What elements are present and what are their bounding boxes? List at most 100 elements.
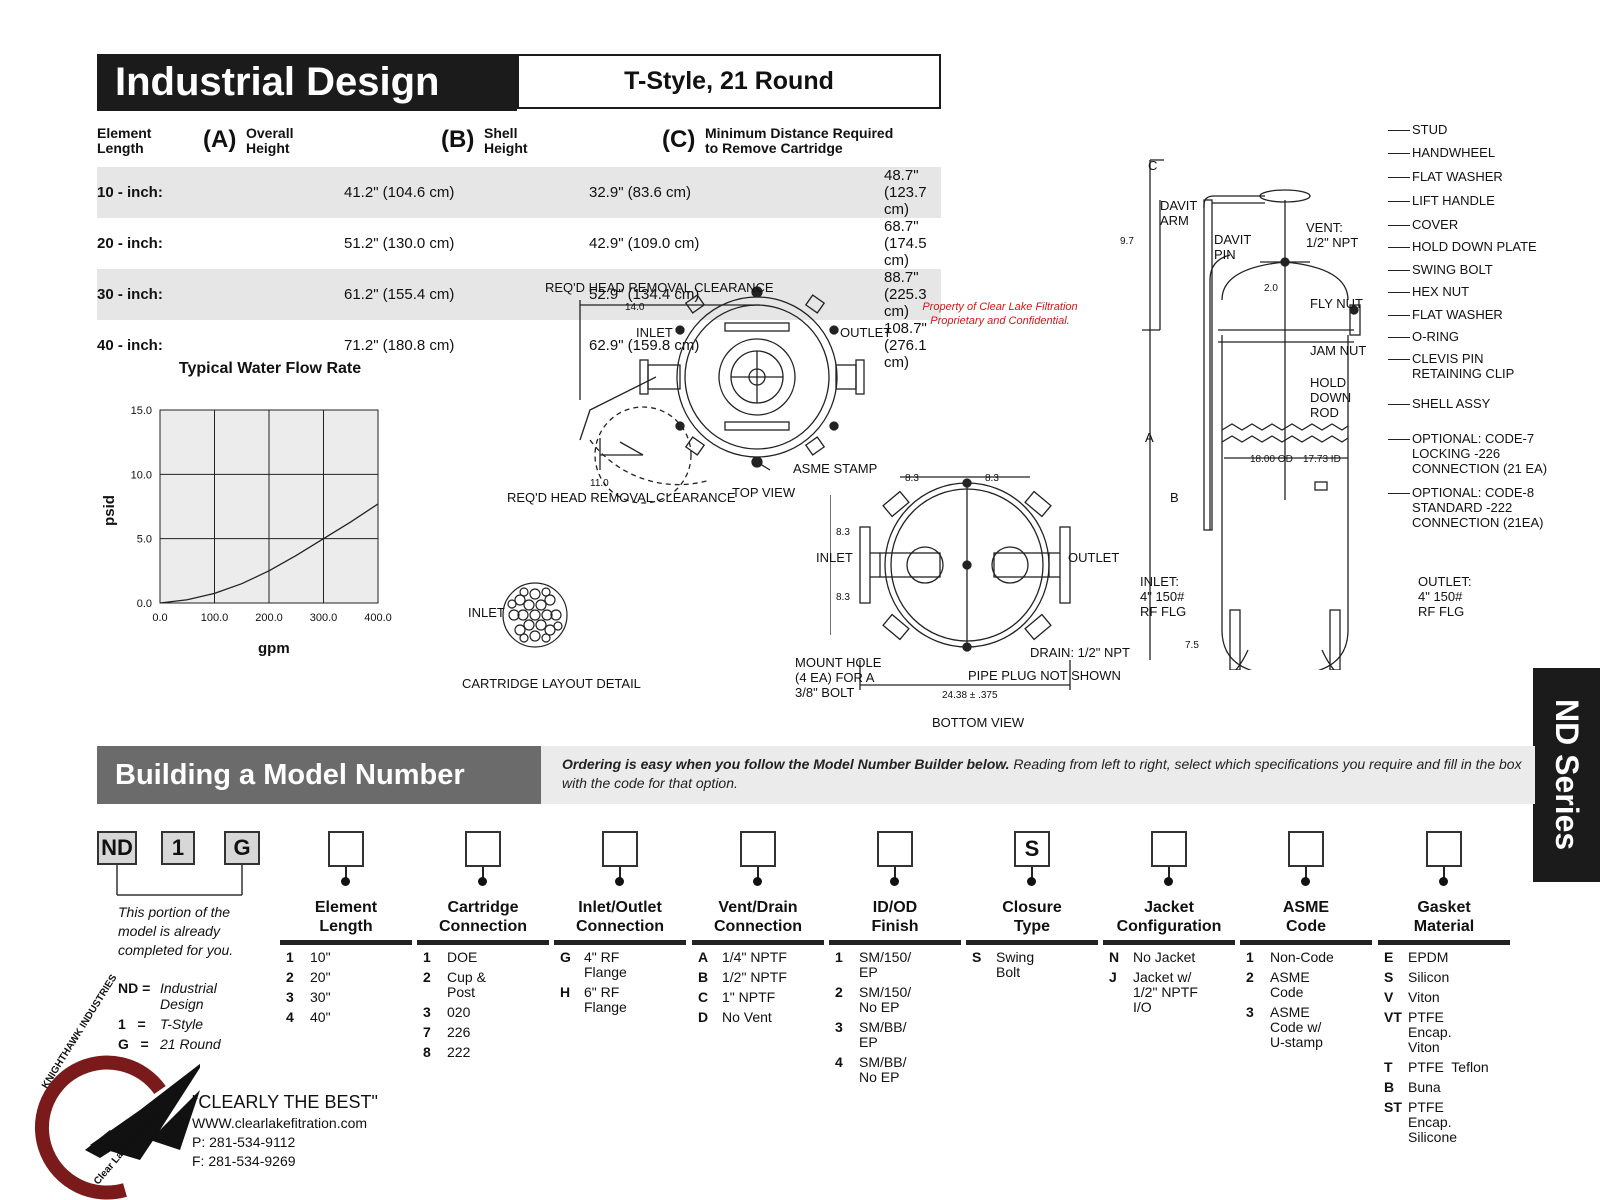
- column-rule: [1103, 940, 1235, 945]
- side-dim-20: 2.0: [1264, 283, 1278, 294]
- chart-x-tick: 400.0: [364, 612, 392, 624]
- callout-leader: [1388, 247, 1410, 248]
- spec-cell-b: 52.9" (134.4 cm): [589, 269, 804, 320]
- connector-dot: [1439, 877, 1448, 886]
- option-code: 2: [835, 984, 843, 1000]
- callout-leader: [1388, 493, 1410, 494]
- side-callout: FLAT WASHER: [1412, 307, 1503, 322]
- callout-leader: [1388, 404, 1410, 405]
- model-code-box[interactable]: [465, 831, 501, 867]
- footer-fax: F: 281-534-9269: [192, 1153, 296, 1169]
- option-code: 1: [1246, 949, 1254, 965]
- box-connector: [1443, 867, 1445, 881]
- side-callout: FLAT WASHER: [1412, 169, 1503, 184]
- footer-website[interactable]: WWW.clearlakefitration.com: [192, 1115, 368, 1131]
- callout-leader: [1388, 201, 1410, 202]
- option-desc: PTFE Encap. Silicone: [1408, 1099, 1458, 1145]
- option-code: 2: [423, 969, 431, 985]
- model-code-box[interactable]: [740, 831, 776, 867]
- cartridge-layout-drawing: [502, 582, 568, 648]
- spec-cell-b: 42.9" (109.0 cm): [589, 235, 700, 252]
- spec-col-c-letter: (C): [662, 126, 696, 153]
- spec-col-element: Element Length: [97, 125, 152, 156]
- connector-dot: [890, 877, 899, 886]
- side-tab: [1533, 668, 1600, 882]
- option-desc: Cup & Post: [447, 969, 486, 1000]
- side-callout: HOLD DOWN PLATE: [1412, 239, 1537, 254]
- model-code-box[interactable]: [1426, 831, 1462, 867]
- model-code-box[interactable]: [1151, 831, 1187, 867]
- bottom-mount-hole: MOUNT HOLE (4 EA) FOR A 3/8" BOLT: [795, 655, 882, 700]
- option-code: V: [1384, 989, 1394, 1005]
- legend-code: 1 =: [118, 1016, 146, 1032]
- option-desc: EPDM: [1408, 949, 1449, 965]
- chart-xlabel: gpm: [258, 640, 290, 657]
- side-tab-label: ND Series: [1549, 699, 1585, 851]
- option-code: H: [560, 984, 571, 1000]
- callout-leader: [1388, 153, 1410, 154]
- box-connector: [1168, 867, 1170, 881]
- spec-col-a-letter: (A): [203, 126, 237, 153]
- connector-dot: [1027, 877, 1036, 886]
- builder-column-title: ID/OD Finish: [871, 899, 919, 935]
- model-code-box[interactable]: S: [1014, 831, 1050, 867]
- model-code-box[interactable]: [328, 831, 364, 867]
- column-rule: [692, 940, 824, 945]
- option-desc: SM/150/ EP: [859, 949, 912, 980]
- option-desc: No Vent: [722, 1009, 772, 1025]
- option-code: 4: [286, 1009, 294, 1025]
- model-code-box[interactable]: [602, 831, 638, 867]
- chart-y-tick: 0.0: [137, 598, 152, 610]
- top-inlet: INLET: [636, 325, 673, 340]
- connector-dot: [1301, 877, 1310, 886]
- option-code: J: [1109, 969, 1117, 985]
- spec-cell-c: 68.7" (174.5 cm): [884, 218, 927, 269]
- connector-dot: [341, 877, 350, 886]
- spec-row: 30 - inch:61.2" (155.4 cm)52.9" (134.4 c…: [97, 269, 941, 320]
- side-callout: STUD: [1412, 122, 1448, 137]
- side-b: B: [1170, 490, 1179, 505]
- spec-cell-a: 41.2" (104.6 cm): [247, 167, 589, 218]
- box-connector: [894, 867, 896, 881]
- spec-cell-a: 71.2" (180.8 cm): [344, 337, 455, 354]
- builder-intro-rest: Reading from left to right, select which…: [562, 756, 1522, 791]
- builder-column-title: Gasket Material: [1413, 899, 1475, 935]
- side-callout: HANDWHEEL: [1412, 145, 1496, 160]
- prefix-bracket: [116, 865, 243, 896]
- bottom-outlet: OUTLET: [1068, 550, 1120, 565]
- option-desc: SM/BB/ No EP: [859, 1054, 907, 1085]
- model-code-box[interactable]: [1288, 831, 1324, 867]
- side-dim-97: 9.7: [1120, 236, 1134, 247]
- connector-dot: [1164, 877, 1173, 886]
- spec-row: 10 - inch:41.2" (104.6 cm)32.9" (83.6 cm…: [97, 167, 941, 218]
- builder-column-title: Element Length: [314, 899, 378, 935]
- connector-dot: [753, 877, 762, 886]
- builder-intro: Ordering is easy when you follow the Mod…: [562, 755, 1522, 793]
- option-desc: 1/4" NPTF: [722, 949, 787, 965]
- model-code-box[interactable]: [877, 831, 913, 867]
- spec-len: 20 - inch:: [97, 235, 163, 252]
- option-code: G: [560, 949, 571, 965]
- chart-x-tick: 300.0: [310, 612, 338, 624]
- side-inlet: INLET: 4" 150# RF FLG: [1140, 574, 1187, 619]
- column-rule: [280, 940, 412, 945]
- side-callout: OPTIONAL: CODE-7 LOCKING -226 CONNECTION…: [1412, 431, 1548, 476]
